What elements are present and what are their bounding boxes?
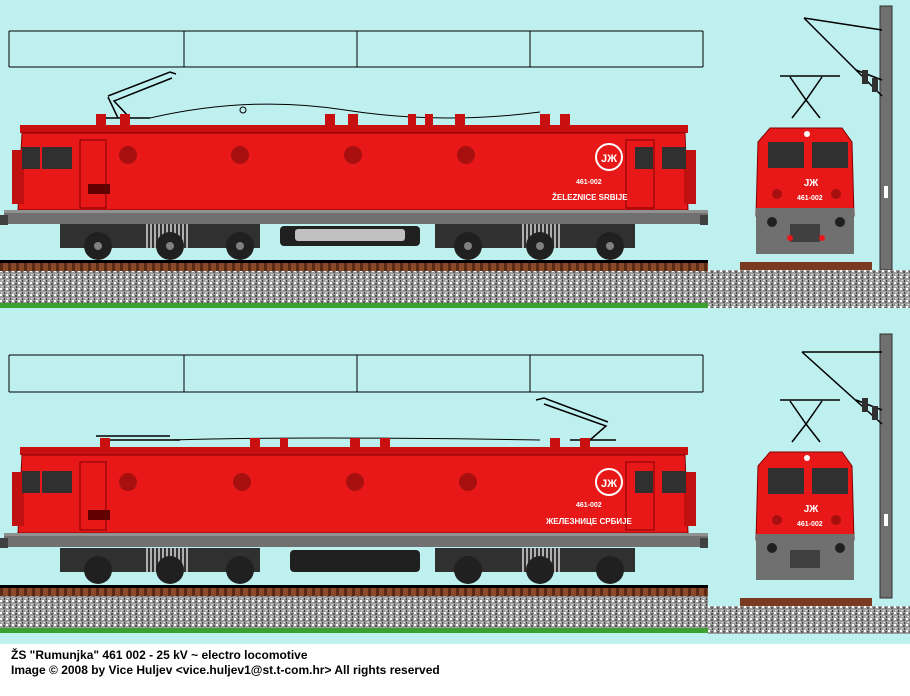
locomotive-body: ЈЖ — [12, 125, 696, 211]
drawing-canvas: ЈЖ 461-002 ŽELEZNICE SRBIJE — [0, 0, 910, 644]
front-number-plate: 461-002 — [797, 195, 823, 202]
caption-copyright: Image © 2008 by Vice Huljev <vice.huljev… — [11, 663, 440, 677]
number-plate-lower: 461-002 — [576, 502, 602, 509]
pantograph — [100, 71, 177, 119]
underframe — [4, 210, 708, 246]
svg-text:ЈЖ: ЈЖ — [601, 153, 617, 165]
bogie-right — [435, 224, 635, 260]
track — [0, 260, 708, 308]
number-plate: 461-002 — [576, 179, 602, 186]
svg-text:ЈЖ: ЈЖ — [601, 478, 617, 490]
name-plate-lower: ЖЕЛЕЗНИЦЕ СРБИЈЕ — [545, 517, 633, 526]
svg-text:ЈЖ: ЈЖ — [804, 504, 820, 515]
front-number-plate-lower: 461-002 — [797, 521, 823, 528]
lower-front-view: ЈЖ 461-002 — [708, 333, 910, 634]
bogie-left — [60, 224, 260, 260]
upper-front-view: ЈЖ 461-002 — [708, 5, 910, 308]
name-plate: ŽELEZNICE SRBIJE — [552, 193, 628, 202]
caption-title: ŽS "Rumunjka" 461 002 - 25 kV ~ electro … — [11, 648, 308, 662]
catenary-wire — [8, 30, 704, 68]
svg-text:ЈЖ: ЈЖ — [804, 178, 820, 189]
roof-equipment — [96, 103, 570, 126]
caption-area: ŽS "Rumunjka" 461 002 - 25 kV ~ electro … — [0, 644, 910, 696]
lower-side-view: ЈЖ 461-002 ЖЕЛЕЗНИЦЕ СРБИЈЕ — [0, 354, 708, 633]
catenary-wire-lower — [8, 354, 704, 393]
upper-side-view: ЈЖ 461-002 ŽELEZNICE SRBIJE — [0, 30, 708, 308]
